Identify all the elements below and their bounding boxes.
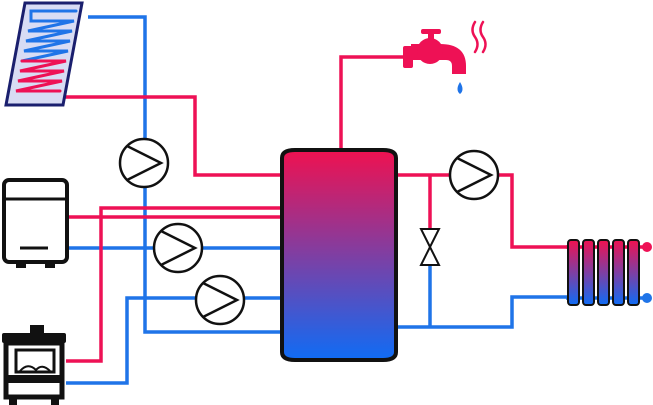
pipe-heating-return: [396, 295, 570, 329]
pipe-stove-flow: [66, 206, 284, 363]
solar-panel-icon: [4, 1, 84, 107]
pump-icon: [194, 274, 246, 326]
pump-icon: [118, 137, 170, 189]
storage-tank-icon: [280, 148, 398, 362]
steam-icon: [471, 20, 487, 54]
pump-icon: [152, 222, 204, 274]
valve-icon: [419, 228, 441, 266]
faucet-icon: [403, 29, 466, 94]
stove-icon: [2, 325, 66, 405]
pump-icon: [448, 149, 500, 201]
pipe-stove-return: [66, 296, 284, 385]
pipe-solar-flow: [60, 95, 284, 177]
boiler-icon: [2, 178, 69, 268]
radiator-icon: [567, 239, 652, 306]
pipe-hot-water-outlet: [339, 55, 407, 150]
